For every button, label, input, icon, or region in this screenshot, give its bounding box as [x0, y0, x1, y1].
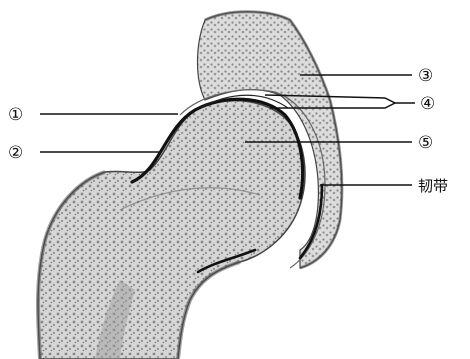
label-4: ④: [420, 94, 435, 114]
femur: [38, 101, 305, 359]
label-ligament: 韧带: [418, 177, 448, 195]
label-1: ①: [8, 105, 23, 125]
label-5: ⑤: [418, 133, 433, 153]
label-3: ③: [418, 66, 433, 86]
label-2: ②: [8, 143, 23, 163]
